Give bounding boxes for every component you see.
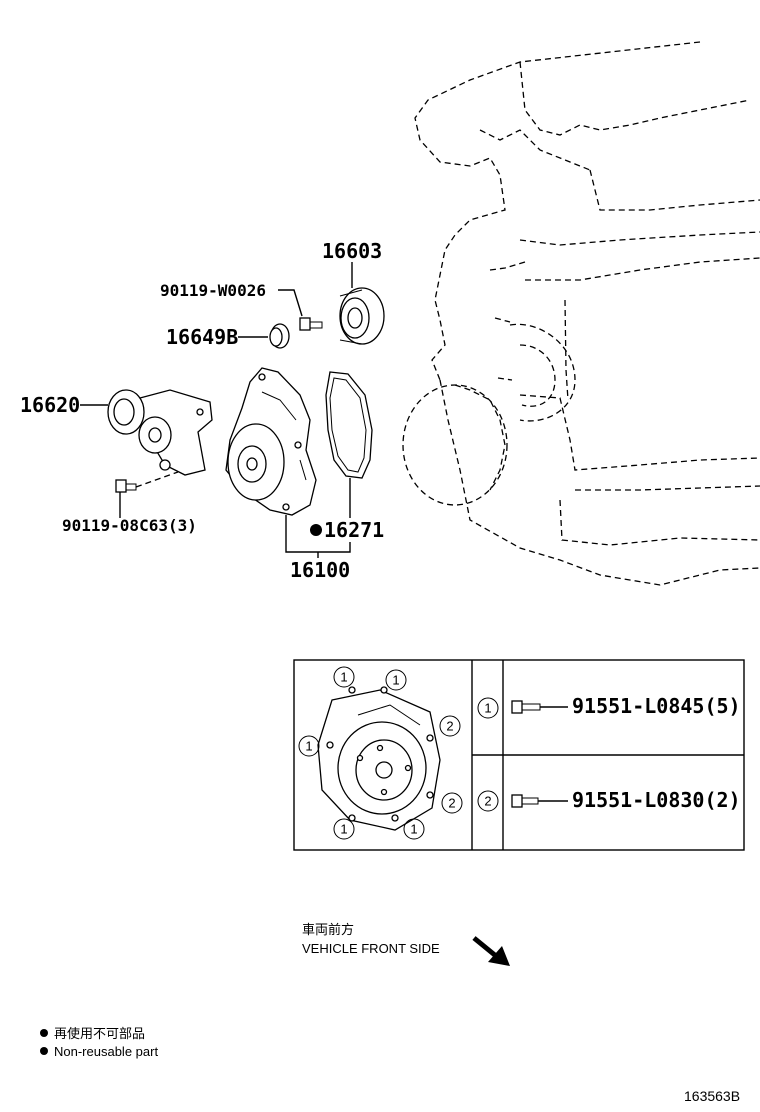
svg-text:2: 2 (446, 719, 453, 734)
bolt-table: 1 1 2 1 2 1 1 1 91551-L0845(5) (293, 659, 745, 851)
bolt-icon (511, 700, 541, 714)
svg-text:1: 1 (340, 822, 347, 837)
engine-block-outline (402, 41, 760, 586)
water-pump-16100 (225, 367, 317, 516)
legend-en: Non-reusable part (54, 1044, 158, 1059)
direction-en: VEHICLE FRONT SIDE (302, 941, 440, 956)
label-90119-08c63: 90119-08C63(3) (62, 516, 197, 535)
legend-jp: 再使用不可部品 (54, 1026, 145, 1041)
legend: 再使用不可部品 Non-reusable part (40, 1026, 158, 1059)
bolt-icon (511, 794, 539, 808)
direction-jp: 車両前方 (302, 922, 354, 937)
bolt-90119-w0026 (299, 317, 323, 331)
gasket-16271 (325, 371, 373, 479)
svg-text:2: 2 (484, 794, 491, 809)
label-91551-l0845: 91551-L0845(5) (572, 694, 741, 718)
svg-text:1: 1 (340, 670, 347, 685)
front-direction-arrow (472, 936, 510, 966)
idler-pulley-16603 (339, 287, 385, 345)
diagram-id: 163563B (684, 1088, 740, 1104)
cap-16649b (269, 323, 290, 349)
label-91551-l0830: 91551-L0830(2) (572, 788, 741, 812)
label-16603: 16603 (322, 239, 382, 263)
svg-text:1: 1 (305, 739, 312, 754)
legend-bullet (40, 1029, 48, 1037)
bolt-table-row-1: 1 91551-L0845(5) (477, 694, 741, 719)
svg-text:1: 1 (484, 701, 491, 716)
bolt-table-row-2: 2 91551-L0830(2) (477, 788, 741, 812)
label-16100: 16100 (290, 558, 350, 582)
svg-text:1: 1 (410, 822, 417, 837)
svg-text:2: 2 (448, 796, 455, 811)
bolt-90119-08c63 (115, 479, 137, 493)
label-16620: 16620 (20, 393, 80, 417)
bolt-position-markers: 1 1 2 1 2 1 1 (298, 666, 463, 840)
non-reusable-marker (310, 524, 322, 536)
tensioner-16620 (107, 389, 213, 476)
label-90119-w0026: 90119-W0026 (160, 281, 266, 300)
pump-front-view (317, 686, 441, 831)
svg-text:1: 1 (392, 673, 399, 688)
label-16649b: 16649B (166, 325, 238, 349)
label-16271: 16271 (324, 518, 384, 542)
legend-bullet (40, 1047, 48, 1055)
